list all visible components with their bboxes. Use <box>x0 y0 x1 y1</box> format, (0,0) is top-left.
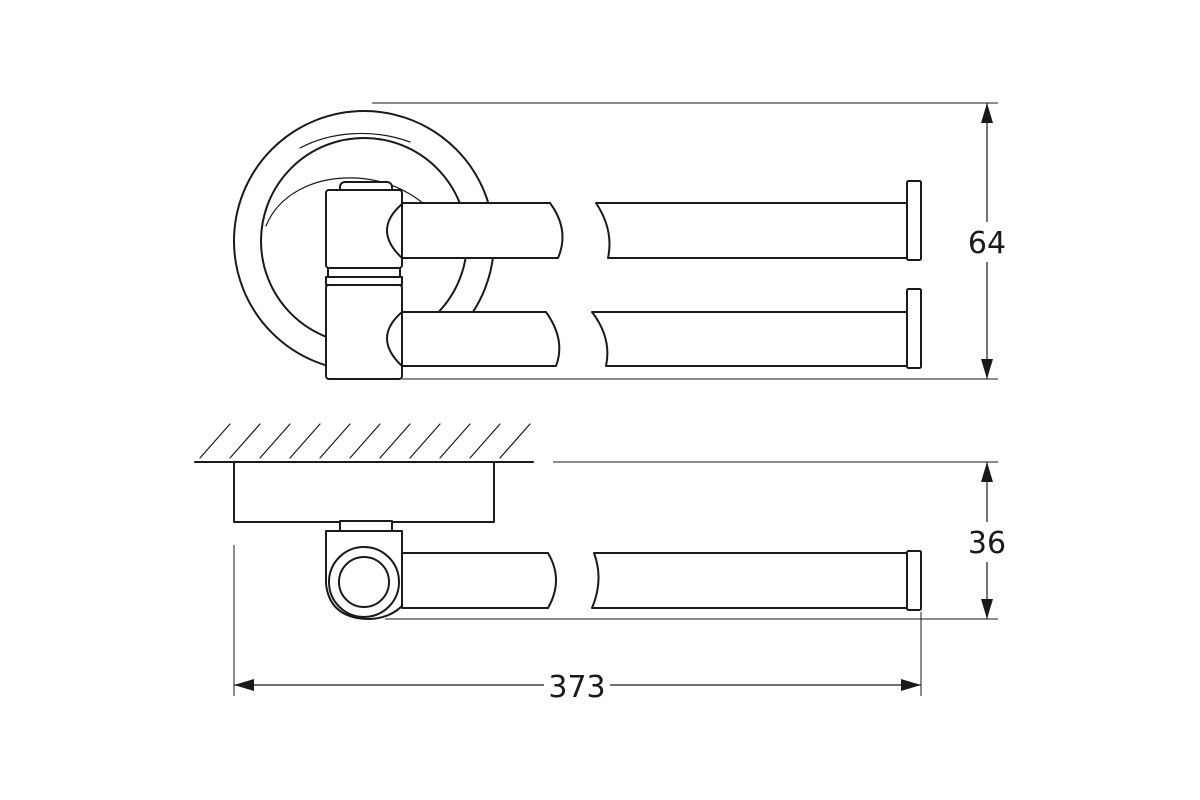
wall-hatching <box>199 423 531 459</box>
upper-arm-left-segment <box>401 202 564 259</box>
knuckle-neck <box>339 520 393 532</box>
lower-arm-end-cap <box>906 288 922 369</box>
upper-arm-end-cap <box>906 180 922 261</box>
height-arrow-bottom <box>981 359 993 379</box>
holder-upper-socket <box>386 203 403 259</box>
wall-hatch-stroke <box>439 423 471 459</box>
height-label-mask <box>964 222 1010 262</box>
depth-label-mask <box>964 522 1010 562</box>
length-arrow-right <box>901 679 921 691</box>
depth-arrow-top <box>981 462 993 482</box>
rosette-shade <box>299 132 411 149</box>
holder-middle-ring <box>327 267 401 278</box>
wall-hatch-stroke <box>469 423 501 459</box>
wall-hatch-stroke <box>499 423 531 459</box>
upper-arm-right-segment <box>595 202 909 259</box>
arm-section-inner <box>338 556 390 608</box>
depth-dimension-label: 36 <box>968 526 1006 561</box>
lower-arm-right-segment <box>591 311 909 367</box>
wall-hatch-stroke <box>409 423 441 459</box>
holder-lower-socket <box>386 311 403 367</box>
depth-arrow-bottom <box>981 599 993 619</box>
side-arm-right-segment <box>591 552 909 609</box>
side-arm-left-segment <box>401 552 557 609</box>
wall-hatch-stroke <box>349 423 381 459</box>
side-arm-end-cap <box>906 550 922 611</box>
length-arrow-left <box>234 679 254 691</box>
holder-upper-block <box>325 189 403 269</box>
wall-hatch-stroke <box>289 423 321 459</box>
side-view: 36 373 <box>194 423 1010 706</box>
length-label-mask <box>544 666 610 706</box>
wall-hatch-stroke <box>199 423 231 459</box>
holder-gap-ring <box>325 276 403 286</box>
lower-arm-left-segment <box>401 311 561 367</box>
holder-lower-block <box>325 284 403 380</box>
length-dimension-label: 373 <box>548 670 605 705</box>
wall-hatch-stroke <box>259 423 291 459</box>
wall-hatch-stroke <box>229 423 261 459</box>
wall-hatch-stroke <box>319 423 351 459</box>
height-dimension-label: 64 <box>968 226 1006 261</box>
height-arrow-top <box>981 103 993 123</box>
wall-hatch-stroke <box>379 423 411 459</box>
front-view: 64 <box>233 102 1010 380</box>
mounting-base <box>233 461 495 523</box>
